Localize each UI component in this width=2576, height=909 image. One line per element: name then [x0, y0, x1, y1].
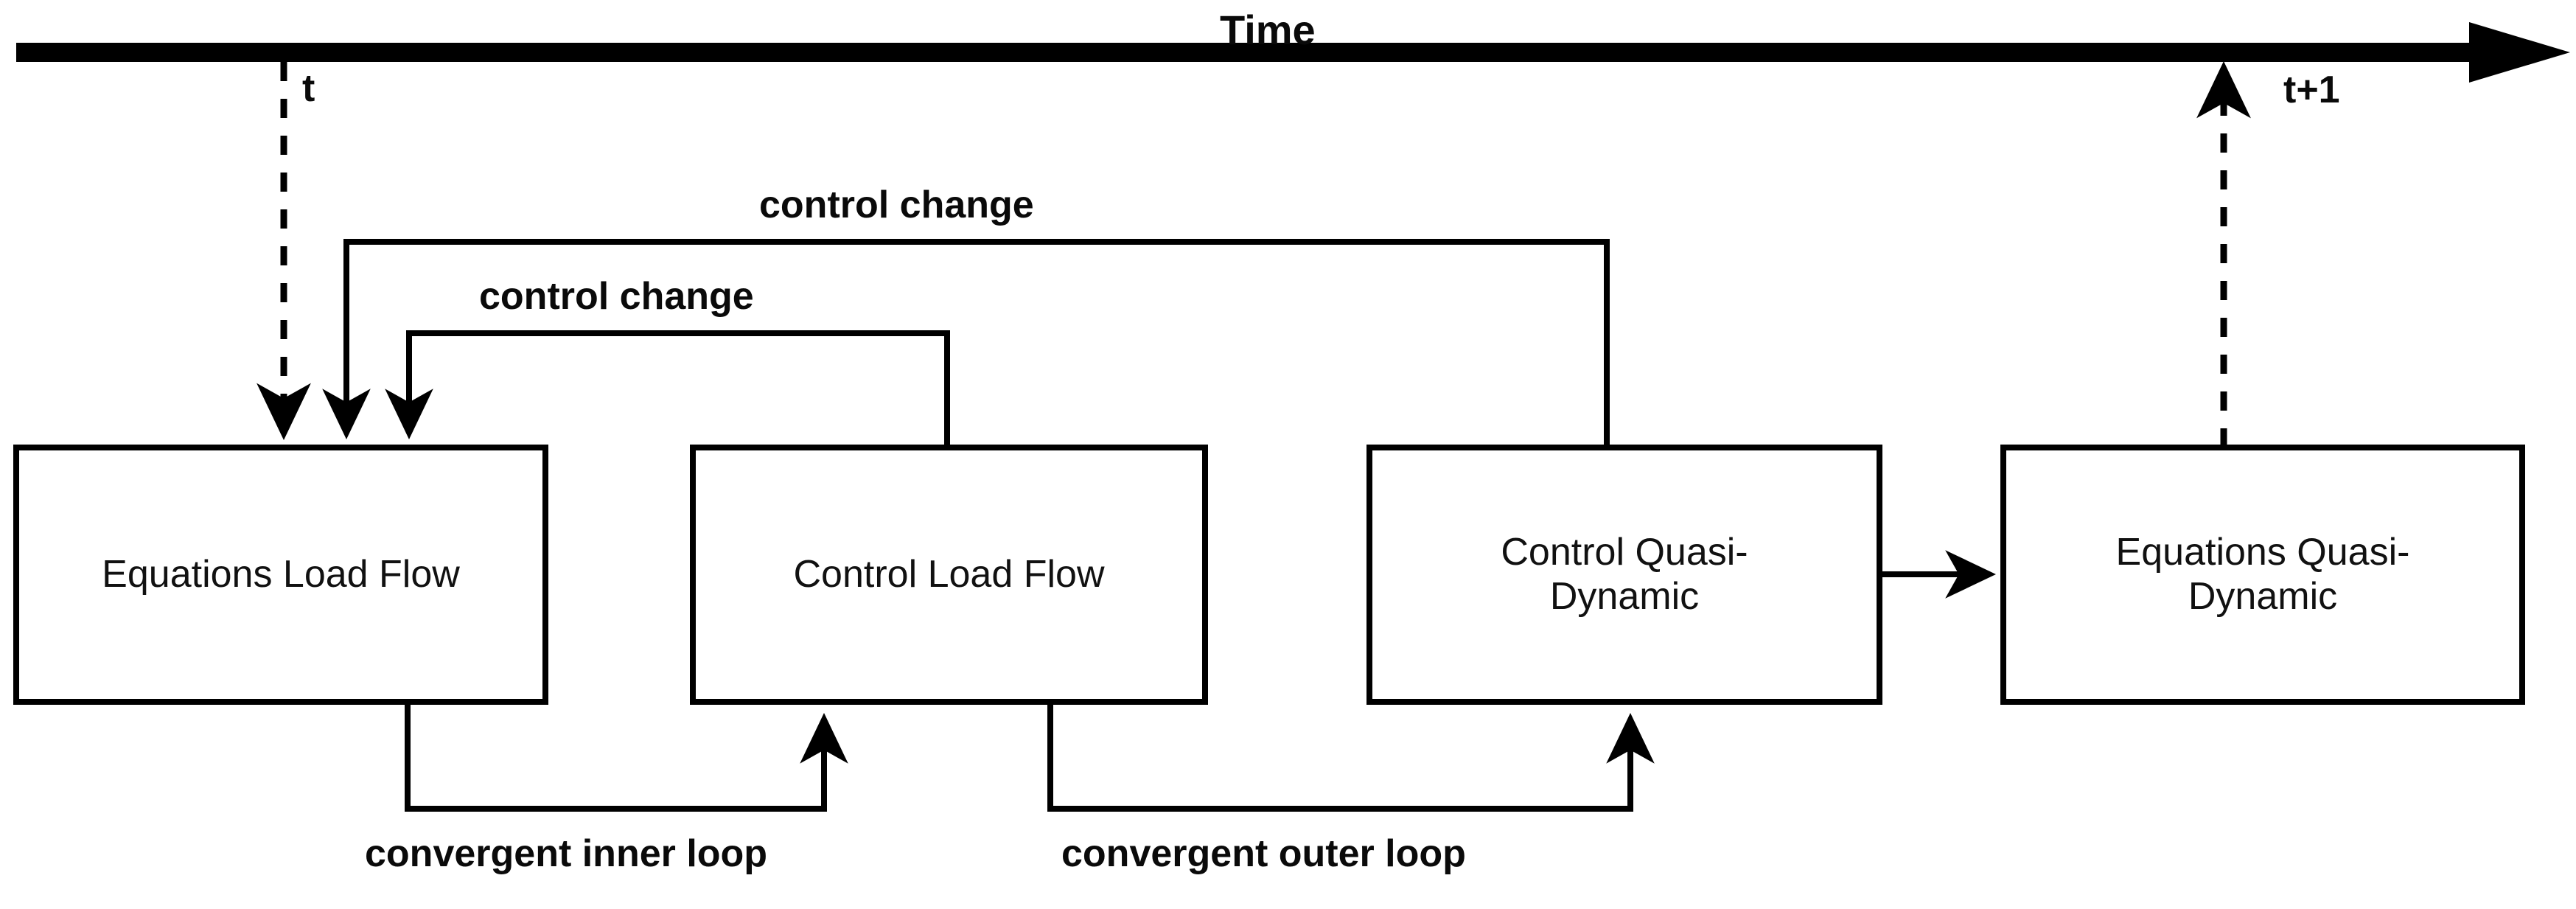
edge-label-control-change-outer: control change [759, 184, 1034, 226]
edge-label-control-change-inner: control change [479, 275, 754, 318]
edge-control-change-inner [385, 330, 950, 447]
edge-convergent-outer-loop [1047, 702, 1655, 812]
edge-convergent-inner-loop [405, 702, 848, 812]
time-axis-title: Time [1220, 7, 1316, 53]
time-axis-arrowhead [2469, 22, 2570, 83]
box-equations-load-flow [13, 445, 548, 705]
tick-label-t-plus-1: t+1 [2283, 69, 2340, 111]
tick-label-t: t [302, 67, 315, 110]
box-control-quasi-dynamic [1366, 445, 1882, 705]
edge-label-convergent-outer-loop: convergent outer loop [1061, 832, 1466, 875]
edge-label-convergent-inner-loop: convergent inner loop [365, 832, 768, 875]
box-equations-quasi-dynamic [2000, 445, 2525, 705]
process-boxes [13, 445, 2525, 705]
time-axis [16, 22, 2570, 83]
edge-control-change-outer [322, 239, 1610, 447]
box-control-load-flow [690, 445, 1208, 705]
